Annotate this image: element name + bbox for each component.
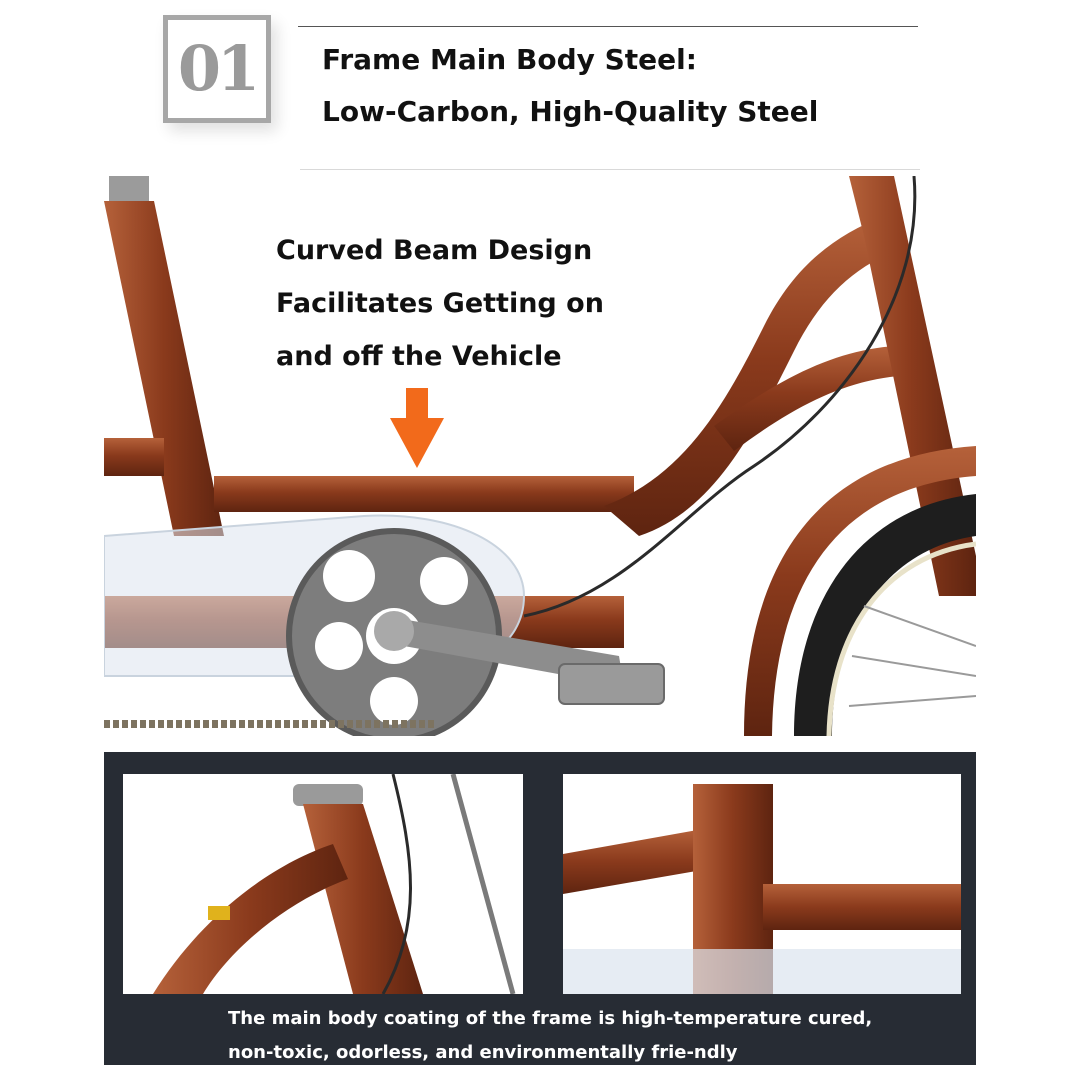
detail-photo-head-tube [123,774,523,994]
number-badge: 01 [163,15,271,123]
seat-tube [104,201,224,536]
pedal [558,663,665,705]
crank-bolt [374,611,414,651]
front-tire [794,494,976,736]
headset [293,784,363,806]
frame-decal [208,906,230,920]
main-bike-photo: Curved Beam Design Facilitates Getting o… [104,176,976,736]
chainring-hole [315,622,363,670]
head-tube-closeup [153,774,516,994]
frame-tube [763,884,961,930]
spoke [851,655,976,677]
tire-sidewall [826,541,976,736]
callout-text: Curved Beam Design Facilitates Getting o… [276,224,796,383]
spoke [863,605,976,647]
head-tube [849,176,976,596]
caption-line-1: The main body coating of the frame is hi… [228,1008,873,1029]
coating-caption: The main body coating of the frame is hi… [228,1002,968,1070]
header-rule [298,26,918,27]
callout-line-2: Facilitates Getting on [276,288,604,319]
curved-tube [153,844,348,994]
chainring-hole [420,557,468,605]
header-subtitle: Low-Carbon, High-Quality Steel [322,95,819,128]
chain-guard [563,949,961,994]
spoke [848,695,976,707]
callout-line-3: and off the Vehicle [276,341,562,372]
stay-tube [563,829,708,894]
callout-line-1: Curved Beam Design [276,235,593,266]
joint-closeup [563,784,961,994]
header-title: Frame Main Body Steel: [322,43,697,76]
header: 01 Frame Main Body Steel: Low-Carbon, Hi… [0,0,1066,175]
bike-frame-illustration [104,176,976,736]
chainring-hole [370,677,418,725]
rear-stay [104,438,164,476]
header-divider [300,169,920,170]
chainring-hole [323,550,375,602]
lower-frame-tube [214,476,634,512]
curved-beam [604,216,894,536]
arrow-down-icon [390,388,444,468]
cable [381,774,412,994]
caption-line-2: non-toxic, odorless, and environmentally… [228,1042,738,1063]
detail-photo-joint [563,774,961,994]
brake-cable [523,176,917,618]
detail-panel: The main body coating of the frame is hi… [104,752,976,1065]
front-fender [744,446,976,736]
badge-number: 01 [177,32,260,105]
fork-rod [450,774,516,994]
